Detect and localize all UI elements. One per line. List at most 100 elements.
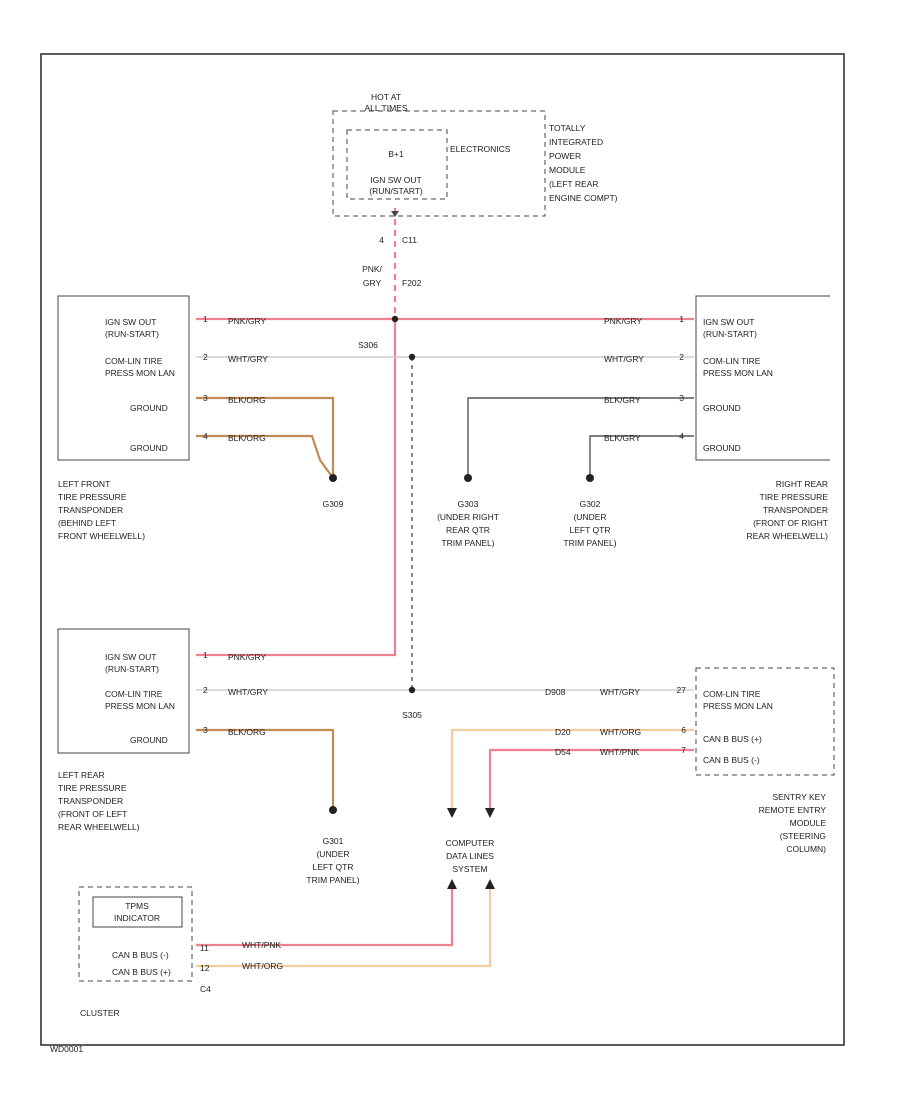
tipm-wire-color-line2: GRY xyxy=(363,278,382,288)
tpms-indicator-line2: INDICATOR xyxy=(114,913,160,923)
lr-pin3-wire: BLK/ORG xyxy=(228,727,266,737)
lf-pin4-label: GROUND xyxy=(130,443,168,453)
wire-rr-ground-2 xyxy=(589,435,694,478)
ground-g301-line1: G301 xyxy=(323,836,344,846)
lr-name-line3: TRANSPONDER xyxy=(58,796,123,806)
tipm-wire-color-line1: PNK/ xyxy=(362,264,382,274)
right-rear-transponder: IGN SW OUT (RUN-START) COM-LIN TIRE PRES… xyxy=(604,295,830,541)
tpms-indicator-box xyxy=(92,896,183,928)
diagram-code: WD0001 xyxy=(50,1044,83,1054)
lf-name-line3: TRANSPONDER xyxy=(58,505,123,515)
wire-pnk-gry-left-rear xyxy=(196,319,397,657)
lf-pin4-wire: BLK/ORG xyxy=(228,433,266,443)
sentry-pin7-wire: WHT/PNK xyxy=(600,747,640,757)
sentry-key-module: COM-LIN TIRE PRESS MON LAN CAN B BUS (+)… xyxy=(545,667,835,854)
lf-pin1-label-line1: IGN SW OUT xyxy=(105,317,156,327)
lr-pin1-number: 1 xyxy=(203,650,208,660)
rr-pin1-wire: PNK/GRY xyxy=(604,316,642,326)
ground-g309-label: G309 xyxy=(323,499,344,509)
lr-pin2-wire: WHT/GRY xyxy=(228,687,268,697)
instrument-cluster: TPMS INDICATOR CAN B BUS (-) CAN B BUS (… xyxy=(78,886,283,1018)
tipm-connector-arrow xyxy=(391,211,399,217)
cluster-pin11-label: CAN B BUS (-) xyxy=(112,950,169,960)
rr-pin2-label-line1: COM-LIN TIRE xyxy=(703,356,761,366)
sentry-pin6-number: 6 xyxy=(681,725,686,735)
cluster-name: CLUSTER xyxy=(80,1008,120,1018)
lr-pin2-label-line2: PRESS MON LAN xyxy=(105,701,175,711)
tipm-fuse-label: B+1 xyxy=(388,149,404,159)
sentry-name-line2: REMOTE ENTRY xyxy=(759,805,827,815)
diagram-frame xyxy=(40,53,845,1046)
lf-pin2-number: 2 xyxy=(203,352,208,362)
ground-g303-line1: G303 xyxy=(458,499,479,509)
sentry-name-line4: (STEERING xyxy=(780,831,826,841)
cluster-pin11-wire: WHT/PNK xyxy=(242,940,282,950)
tipm-name-line2: INTEGRATED xyxy=(549,137,603,147)
rr-pin3-wire: BLK/GRY xyxy=(604,395,641,405)
sentry-pin27-label-line1: COM-LIN TIRE xyxy=(703,689,761,699)
ground-g303-line3: REAR QTR xyxy=(446,525,490,535)
ground-g301-line3: LEFT QTR xyxy=(313,862,354,872)
rr-pin4-label: GROUND xyxy=(703,443,741,453)
tipm-hot-at-line1: HOT AT xyxy=(371,92,401,102)
rr-name-line1: RIGHT REAR xyxy=(776,479,828,489)
ground-g303-terminal xyxy=(464,474,472,482)
sentry-pin6-wire: WHT/ORG xyxy=(600,727,641,737)
ground-g302-line3: LEFT QTR xyxy=(570,525,611,535)
data-lines-label-line3: SYSTEM xyxy=(453,864,488,874)
lf-pin4-number: 4 xyxy=(203,431,208,441)
splices: S306 S305 xyxy=(358,315,422,720)
ground-g301: G301 (UNDER LEFT QTR TRIM PANEL) xyxy=(306,806,360,885)
lf-pin3-number: 3 xyxy=(203,393,208,403)
data-lines-label-line2: DATA LINES xyxy=(446,851,494,861)
ground-g301-terminal xyxy=(329,806,337,814)
sentry-pin27-number: 27 xyxy=(677,685,687,695)
rr-pin1-number: 1 xyxy=(679,314,684,324)
sentry-pin6-circuit: D20 xyxy=(555,727,571,737)
data-lines-arrow-top-left xyxy=(447,808,457,818)
lr-pin1-label-line2: (RUN-START) xyxy=(105,664,159,674)
sentry-pin27-label-line2: PRESS MON LAN xyxy=(703,701,773,711)
left-rear-transponder: IGN SW OUT (RUN-START) COM-LIN TIRE PRES… xyxy=(57,628,268,832)
splice-s305-label: S305 xyxy=(402,710,422,720)
lf-pin2-wire: WHT/GRY xyxy=(228,354,268,364)
rr-pin4-number: 4 xyxy=(679,431,684,441)
cluster-connector-label: C4 xyxy=(200,984,211,994)
tipm-name-line4: MODULE xyxy=(549,165,586,175)
lf-pin3-label: GROUND xyxy=(130,403,168,413)
wire-rr-ground-1 xyxy=(467,397,694,478)
rr-pin1-label-line1: IGN SW OUT xyxy=(703,317,754,327)
lr-pin2-label-line1: COM-LIN TIRE xyxy=(105,689,163,699)
wire-sentry-can-plus xyxy=(450,728,694,810)
sentry-pin7-circuit: D54 xyxy=(555,747,571,757)
sentry-pin7-label: CAN B BUS (-) xyxy=(703,755,760,765)
ground-g303: G303 (UNDER RIGHT REAR QTR TRIM PANEL) xyxy=(437,474,499,548)
ground-g303-line4: TRIM PANEL) xyxy=(441,538,494,548)
ground-g301-line4: TRIM PANEL) xyxy=(306,875,359,885)
rr-pin3-number: 3 xyxy=(679,393,684,403)
lf-pin3-wire: BLK/ORG xyxy=(228,395,266,405)
splice-s306 xyxy=(408,353,416,361)
wire-cluster-can-plus xyxy=(196,884,492,968)
tipm-name-line1: TOTALLY xyxy=(549,123,586,133)
sentry-pin7-number: 7 xyxy=(681,745,686,755)
ground-g309-terminal xyxy=(329,474,337,482)
wire-lf-ground-2 xyxy=(196,434,334,479)
cluster-pin12-label: CAN B BUS (+) xyxy=(112,967,171,977)
sentry-pin27-wire: WHT/GRY xyxy=(600,687,640,697)
left-front-transponder: IGN SW OUT (RUN-START) COM-LIN TIRE PRES… xyxy=(57,295,344,541)
rr-name-line3: TRANSPONDER xyxy=(763,505,828,515)
rr-name-line5: REAR WHEELWELL) xyxy=(746,531,828,541)
tipm-name-line5: (LEFT REAR xyxy=(549,179,598,189)
sentry-pin27-circuit: D908 xyxy=(545,687,566,697)
lf-name-line1: LEFT FRONT xyxy=(58,479,110,489)
lf-name-line4: (BEHIND LEFT xyxy=(58,518,116,528)
lr-pin3-label: GROUND xyxy=(130,735,168,745)
data-lines-arrow-bottom-right xyxy=(485,879,495,889)
sentry-pin6-label: CAN B BUS (+) xyxy=(703,734,762,744)
tipm-electronics-label: ELECTRONICS xyxy=(450,144,511,154)
tipm-ign-label-line1: IGN SW OUT xyxy=(370,175,421,185)
tipm-hot-at-line2: ALL TIMES xyxy=(365,103,408,113)
splice-s306-pnk xyxy=(391,315,399,323)
wire-lr-ground xyxy=(196,728,335,810)
